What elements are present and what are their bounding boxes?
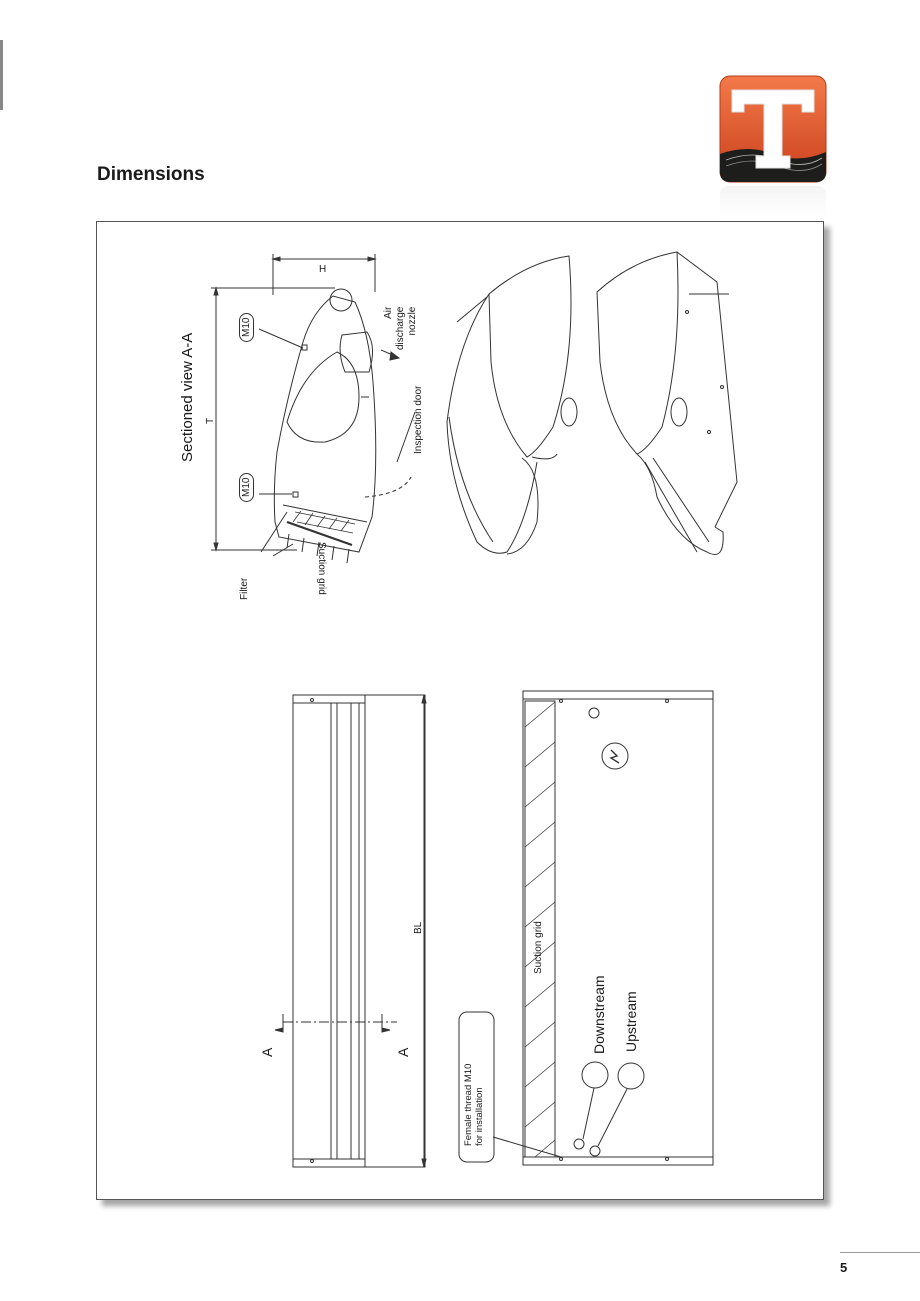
page-number: 5	[840, 1260, 848, 1275]
dimension-label-h: H	[319, 264, 327, 275]
dimension-label-t: T	[205, 417, 216, 424]
dimension-label-bl: BL	[413, 921, 424, 934]
m10-label-lower: M10	[239, 472, 254, 502]
female-thread-line-2: for installation	[474, 1087, 485, 1146]
electrical-connection-icon	[601, 742, 629, 770]
m10-label-upper-text: M10	[241, 317, 252, 337]
section-view-title: Sectioned view A-A	[179, 332, 196, 462]
air-discharge-line-2: discharge	[395, 306, 406, 350]
page-edge-mark	[0, 40, 3, 110]
filter-label: Filter	[239, 577, 250, 600]
page-number-rule	[840, 1252, 920, 1253]
m10-label-lower-text: M10	[241, 477, 252, 497]
female-thread-line-1: Female thread M10	[463, 1063, 474, 1146]
dimension-drawing-frame: Sectioned view A-A H T M10 M10 Air disch…	[96, 221, 824, 1200]
upstream-label: Upstream	[623, 991, 639, 1052]
suction-grid-section-label: Suction grid	[316, 542, 327, 595]
air-discharge-line-3: nozzle	[407, 306, 418, 336]
side-view-drawing	[274, 694, 427, 1168]
downstream-label: Downstream	[591, 975, 607, 1054]
brand-logo-icon	[719, 75, 827, 232]
perspective-view-front	[446, 255, 578, 555]
inspection-door-label: Inspection door	[413, 385, 424, 454]
plan-view-drawing	[458, 690, 714, 1166]
technical-drawing	[211, 251, 738, 1168]
section-mark-left: A	[259, 1047, 275, 1057]
sectioned-view-drawing	[211, 254, 416, 564]
suction-grid-plan-label: Suction grid	[533, 921, 544, 974]
page-title: Dimensions	[97, 164, 205, 185]
female-thread-label: Female thread M10 for installation	[463, 1064, 485, 1146]
m10-label-upper: M10	[239, 312, 254, 342]
perspective-view-rear	[596, 251, 738, 555]
air-discharge-line-1: Air	[383, 306, 394, 319]
air-discharge-nozzle-label: Air discharge nozzle	[383, 307, 419, 350]
section-mark-right: A	[395, 1047, 411, 1057]
